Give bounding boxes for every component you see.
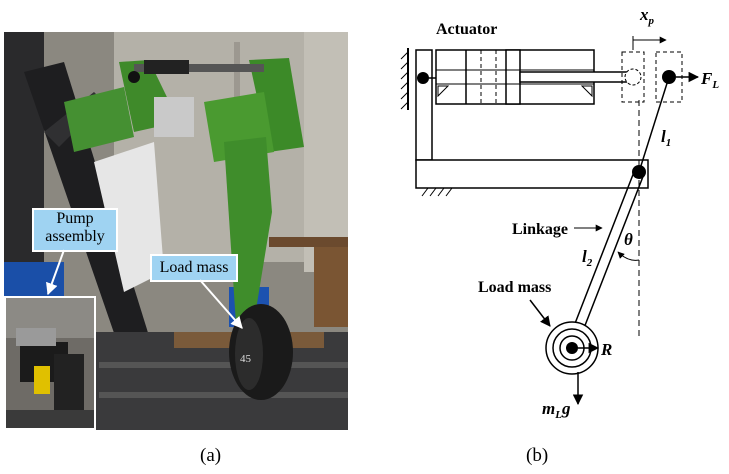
load-mass-label: Load mass — [478, 279, 551, 296]
port-right — [580, 85, 593, 98]
pump-callout-line-2: assembly — [45, 228, 105, 245]
load-mass-callout: Load mass — [150, 254, 238, 282]
green-rocker — [249, 58, 304, 152]
floor-rail-1 — [99, 362, 348, 368]
floor-rail-2 — [99, 392, 348, 398]
l2-label: l2 — [582, 247, 593, 269]
frame-post — [415, 49, 433, 161]
floor-platform — [94, 332, 348, 430]
load-mass-arrow — [529, 299, 551, 327]
pump-assembly-callout: Pump assembly — [32, 208, 118, 252]
force-label: FL — [700, 69, 719, 91]
actuator-rod — [134, 64, 264, 72]
pivot-bolt — [128, 71, 140, 83]
caption-a: (a) — [200, 445, 222, 466]
wall-ground — [400, 48, 409, 110]
inset-yellow-label — [34, 366, 50, 394]
link-l2-right — [576, 173, 645, 347]
actuator-cylinder — [144, 60, 189, 74]
piston-rod — [519, 71, 631, 83]
inset-pump-body — [54, 354, 84, 412]
lab-door — [304, 32, 348, 272]
xp-label: xp — [639, 5, 655, 27]
green-left-arm — [64, 87, 134, 152]
piston-head — [505, 49, 521, 105]
plate-label: 45 — [240, 353, 252, 365]
rod-pivot-initial — [624, 68, 642, 86]
test-rig-photo: 45 Pump assembly Load mass — [4, 32, 348, 430]
rod-end-initial — [621, 51, 645, 103]
theta-label: θ — [624, 230, 633, 249]
weight-label: mLg — [542, 399, 571, 421]
inset-base — [6, 410, 94, 428]
port-left — [437, 85, 450, 98]
beam-ground-hatch — [421, 187, 453, 197]
pump-assembly-inset — [4, 296, 96, 430]
actuator-base-pivot — [417, 72, 429, 84]
pump-callout-line-1: Pump — [56, 210, 94, 227]
link-l1 — [638, 76, 670, 173]
linkage-label: Linkage — [512, 221, 568, 238]
inset-photo — [6, 298, 94, 428]
load-mass-center — [566, 342, 578, 354]
white-bag — [94, 142, 164, 292]
link-l2-left — [566, 171, 635, 345]
l1-label: l1 — [661, 127, 671, 149]
table-top — [269, 237, 348, 247]
theta-arc — [617, 251, 640, 261]
radius-label: R — [600, 340, 612, 359]
caption-b: (b) — [526, 445, 549, 466]
table-drawer — [314, 247, 348, 327]
base-beam — [415, 159, 649, 189]
actuator-label: Actuator — [436, 21, 497, 38]
clamp-block — [154, 97, 194, 137]
schematic-diagram: Actuator xp FL l — [400, 5, 719, 421]
inset-manifold — [16, 328, 56, 346]
load-mass-plate-front — [235, 318, 263, 390]
